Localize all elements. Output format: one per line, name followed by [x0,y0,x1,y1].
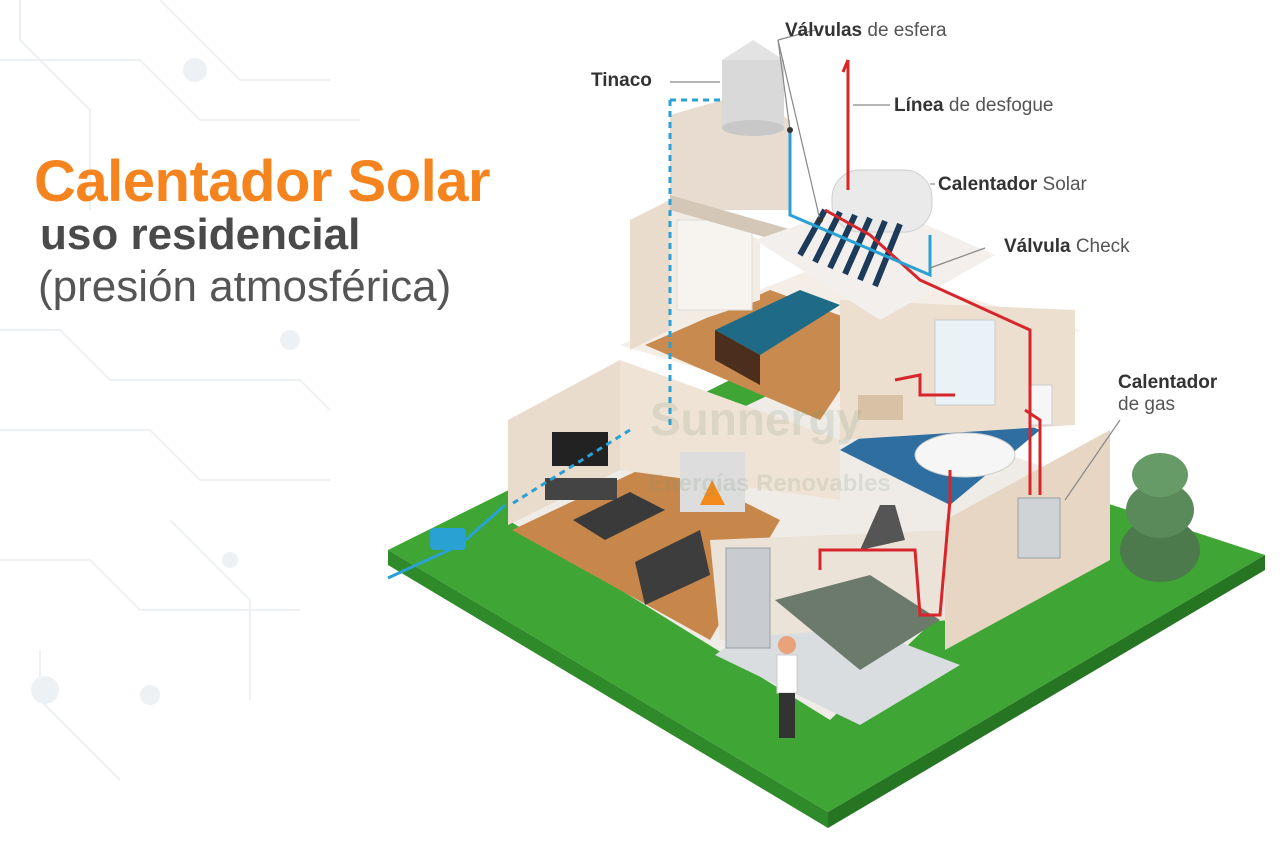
hot-water-pipes [818,59,1042,617]
person [776,636,798,738]
watermark-tagline: Energías Renovables [648,470,891,497]
shower [934,319,996,406]
label-calentador-gas-bold: Calentador [1118,372,1218,393]
label-valvula-check-light: Check [1070,236,1130,257]
label-valvulas-esfera: Válvulas de esfera [785,20,947,42]
label-calentador-gas-light: de gas [1118,394,1176,415]
kitchen-counter [775,575,940,670]
bathtub [914,432,1016,478]
label-valvula-check: Válvula Check [1004,236,1130,258]
label-valvulas-bold: Válvulas [785,20,863,41]
range-hood [860,505,905,550]
label-tinaco-bold: Tinaco [591,70,652,91]
closet [676,219,753,311]
shrub [1120,453,1200,582]
bedroom-wall [630,200,670,350]
cold-water-pipes [387,98,932,580]
fire [700,480,725,505]
title-line-2: uso residencial [40,210,361,259]
sink [858,395,903,420]
label-linea-light: de desfogue [943,95,1054,116]
sofa [635,530,710,605]
label-valvula-check-bold: Válvula [1004,236,1071,257]
label-linea-bold: Línea [894,95,944,116]
gas-heater [1017,497,1061,559]
label-calentador-gas: Calentador de gas [1118,372,1217,416]
label-linea-desfogue: Línea de desfogue [894,95,1054,117]
bed [715,290,840,355]
title-line-3: (presión atmosférica) [38,262,452,311]
label-calentador-solar-light: Solar [1037,174,1087,195]
label-valvulas-light: de esfera [862,20,947,41]
coffee-table [573,492,665,540]
label-calentador-solar-bold: Calentador [938,174,1038,195]
label-tinaco: Tinaco [591,70,652,92]
water-meter [430,528,466,550]
water-tank [722,40,784,136]
label-calentador-solar: Calentador Solar [938,174,1087,196]
title-line-1: Calentador Solar [34,149,491,214]
bedroom-floor [645,290,880,420]
tv-stand [545,478,617,500]
fridge [725,547,771,649]
watermark-brand: Sunnergy [650,393,863,445]
